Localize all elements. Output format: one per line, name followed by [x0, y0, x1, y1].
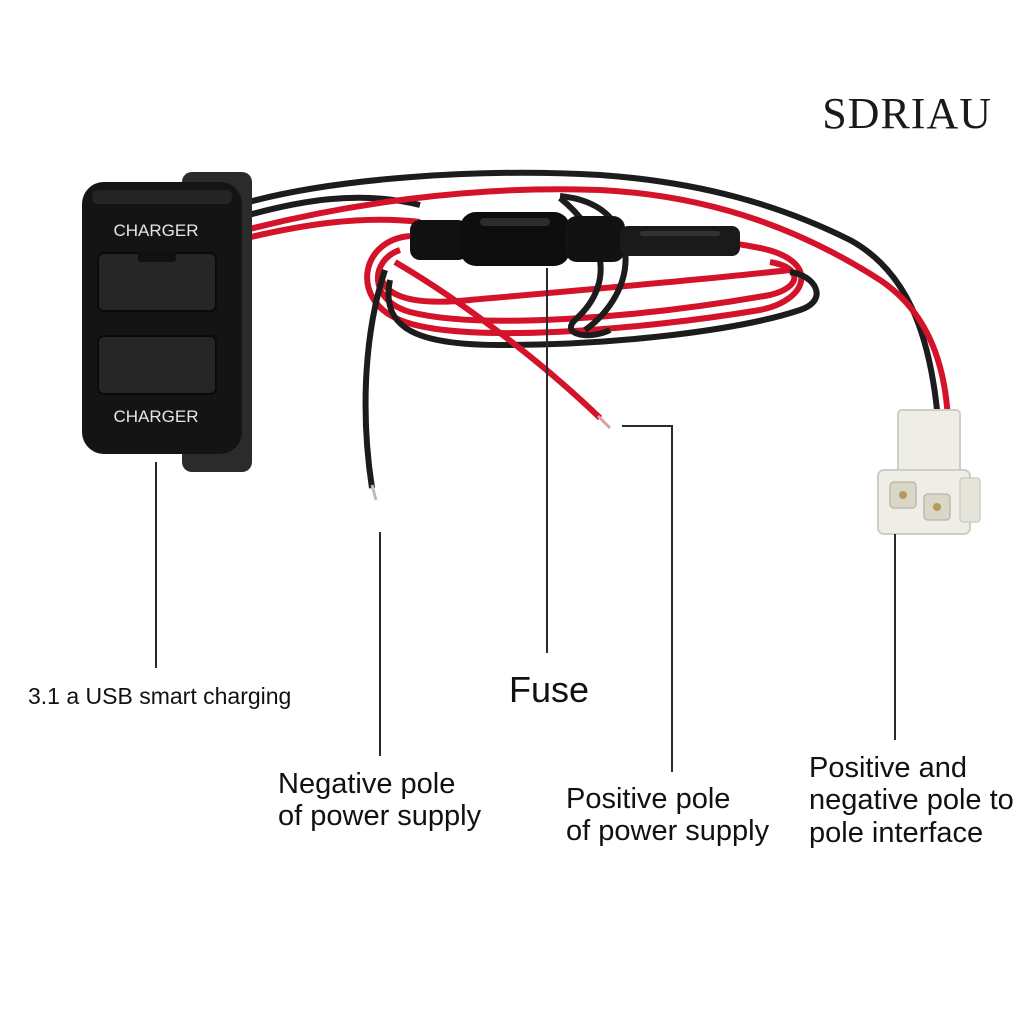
callout-pole-interface: Positive and negative pole to pole inter…: [809, 752, 1014, 849]
fuse-holder: [410, 212, 740, 266]
callout-line: Positive pole: [566, 783, 731, 815]
leader-lines: [155, 268, 896, 772]
callout-usb-smart-charging: 3.1 a USB smart charging: [28, 683, 292, 710]
leader-positive: [622, 425, 673, 772]
callout-line: 3.1 a USB smart charging: [28, 683, 292, 709]
callout-positive-pole: Positive pole of power supply: [566, 783, 769, 848]
positive-lead: [393, 259, 603, 421]
port-label-top: CHARGER: [113, 221, 198, 240]
callout-line: Positive and: [809, 752, 967, 784]
callout-negative-pole: Negative pole of power supply: [278, 768, 481, 833]
callout-line: of power supply: [566, 815, 770, 848]
callout-line: Fuse: [509, 669, 590, 710]
negative-lead-tip: [370, 484, 378, 501]
usb-charger-module: CHARGER CHARGER: [82, 172, 252, 472]
brand-logo: SDRIAU: [822, 89, 992, 138]
callout-line: pole interface: [809, 816, 984, 849]
port-label-bottom: CHARGER: [113, 407, 198, 426]
negative-lead: [362, 269, 388, 489]
usb-port-bottom: [97, 335, 217, 395]
callout-line: negative pole to: [809, 784, 1014, 817]
black-lead-long: [237, 169, 941, 421]
red-lead-long: [237, 186, 951, 421]
two-pin-connector: [877, 409, 981, 535]
callout-fuse: Fuse: [509, 669, 590, 710]
positive-lead-tip: [596, 414, 612, 430]
callout-line: Negative pole: [278, 768, 456, 800]
callout-line: of power supply: [278, 800, 482, 833]
